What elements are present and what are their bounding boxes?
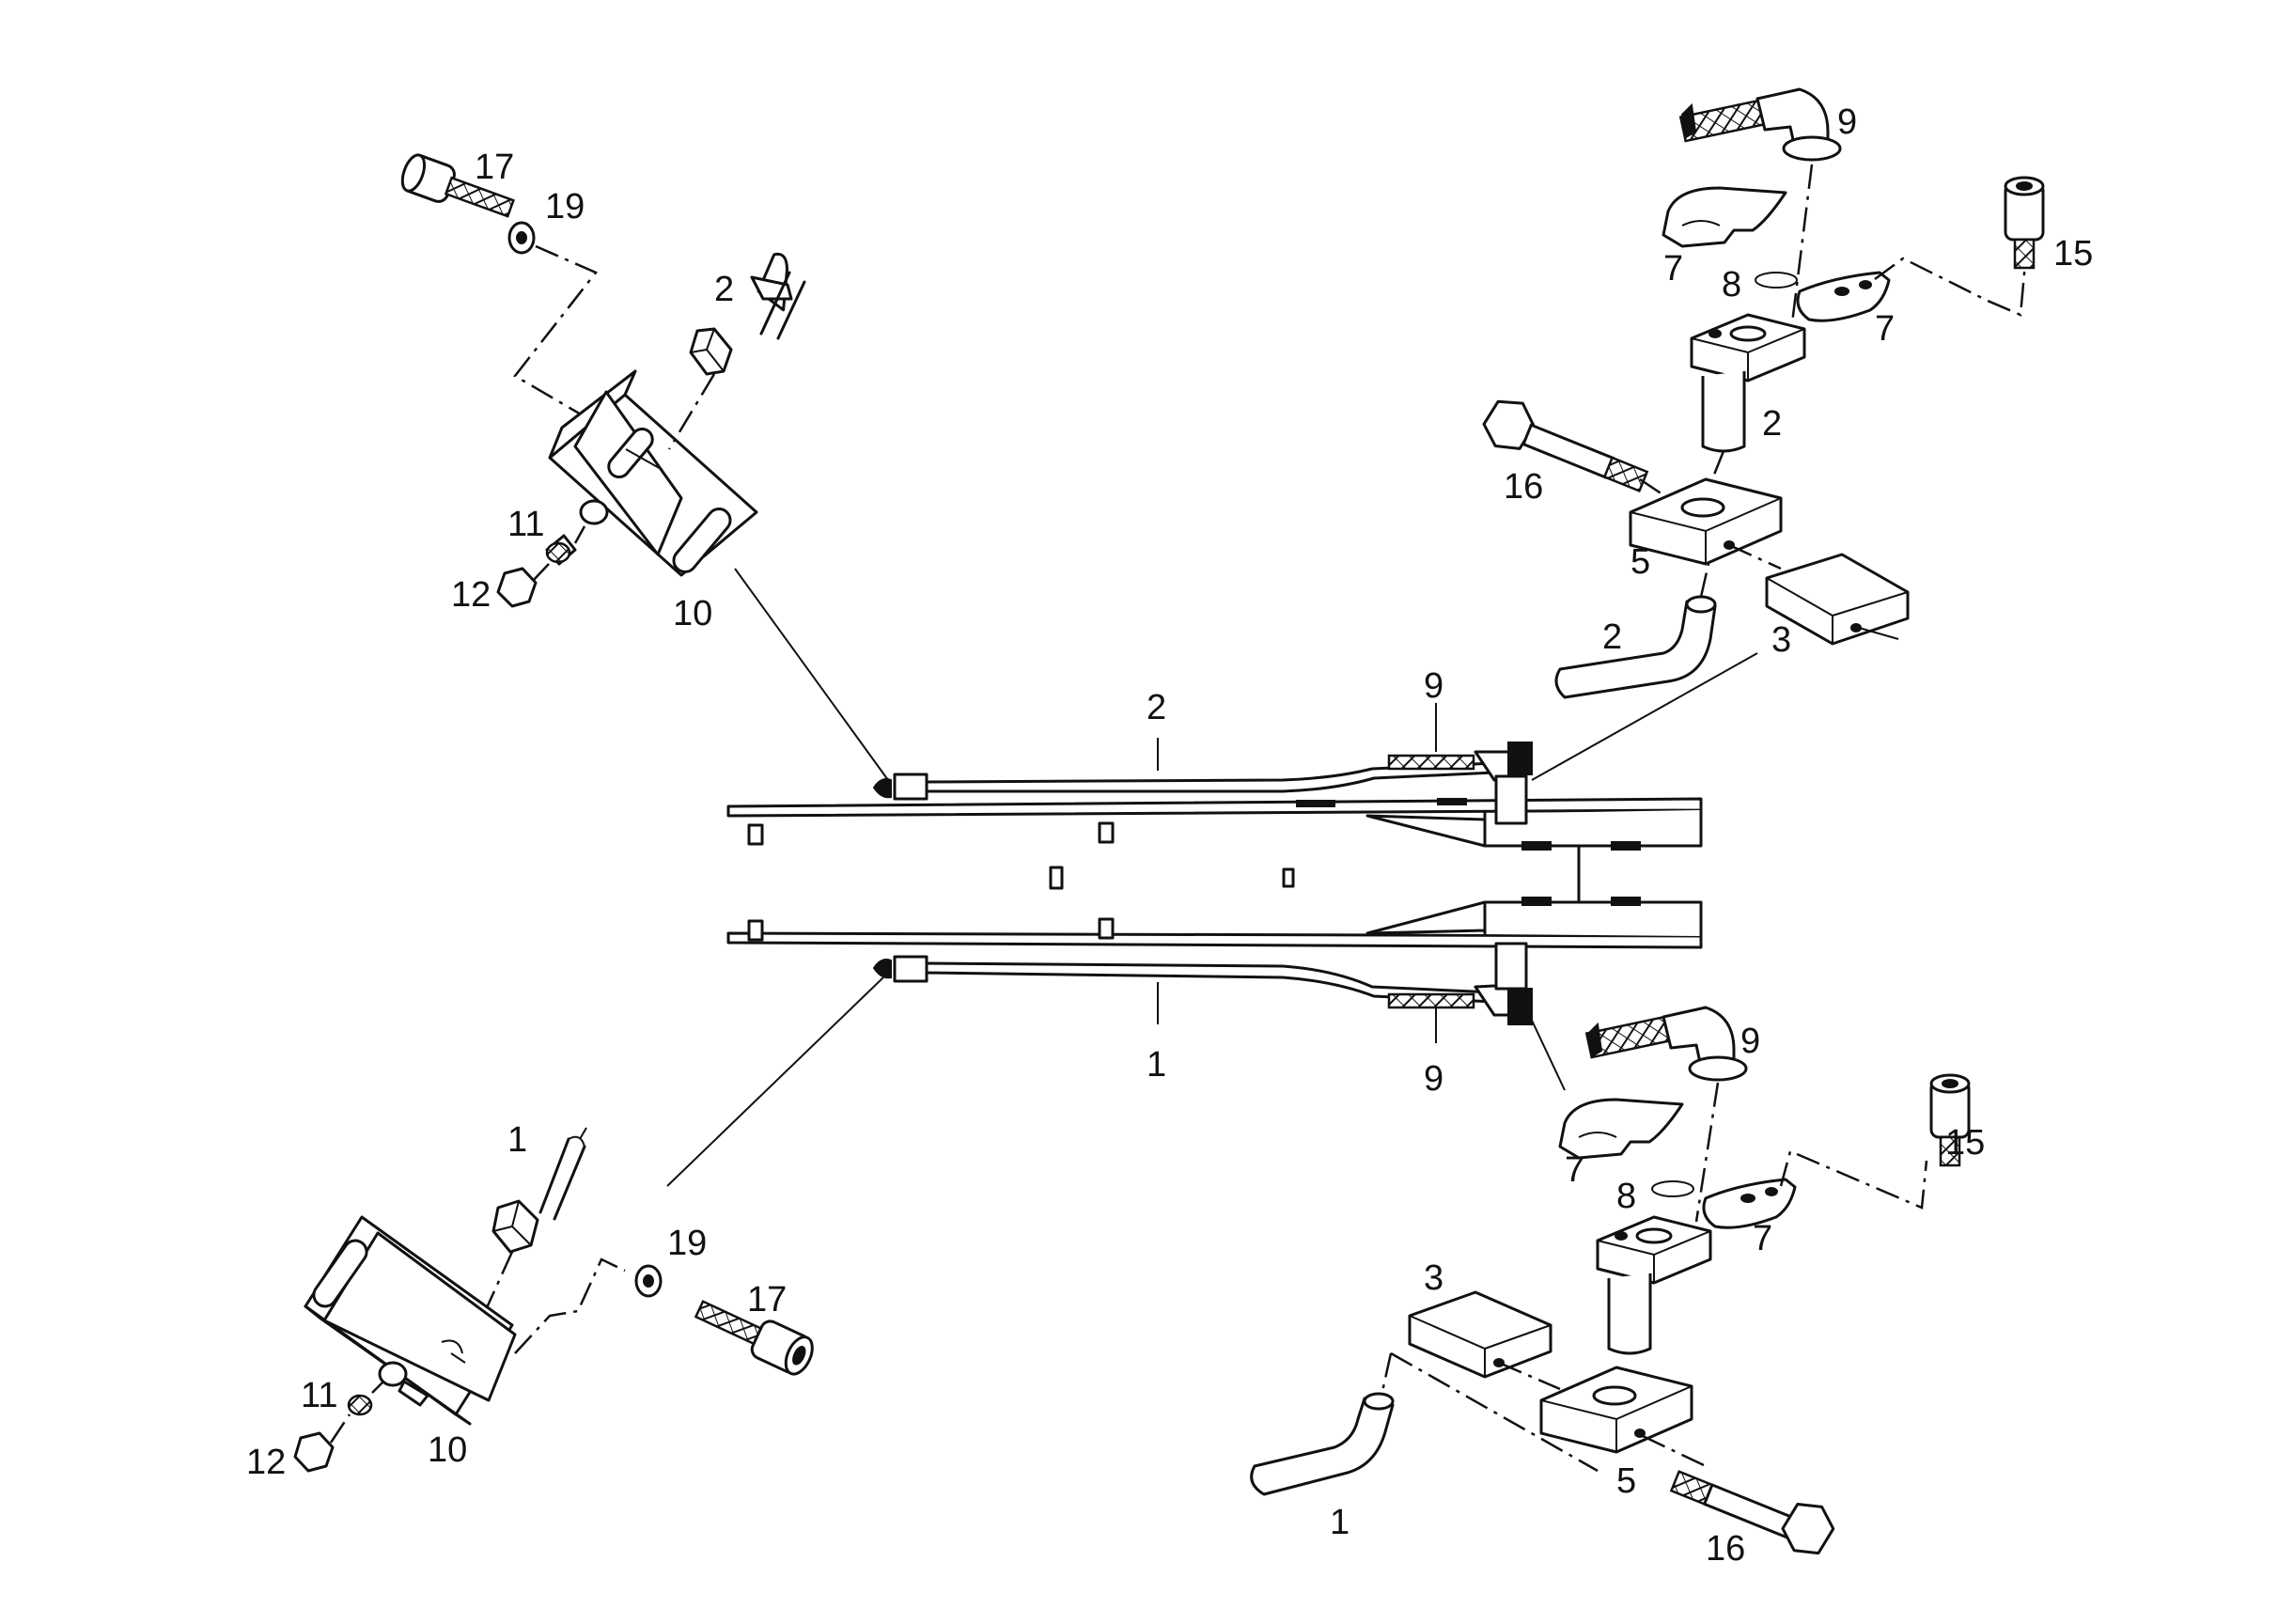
block-3-top [1765, 553, 1910, 646]
o-ring-8-bottom [1651, 1180, 1694, 1197]
top-left-bracket-group [400, 153, 806, 608]
fitting-11-top [579, 499, 609, 525]
lower-end-block [1366, 900, 1703, 936]
flange-pipe-1-bottom [1596, 1215, 1712, 1355]
block-3-bottom [1408, 1290, 1552, 1379]
callout-10-top: 10 [673, 594, 712, 633]
o-ring-8-top [1755, 272, 1798, 289]
bottom-right-assembly [1250, 1006, 1971, 1555]
bolt-16-bottom [1669, 1470, 1835, 1555]
callout-10-bottom: 10 [428, 1430, 467, 1470]
callout-labels: 17 19 2 11 12 10 9 7 8 7 15 2 16 5 2 3 9… [246, 102, 2093, 1569]
lower-rail [726, 931, 1703, 949]
callout-17-bottom: 17 [747, 1280, 787, 1320]
callout-16-bottom: 16 [1706, 1529, 1745, 1569]
bracket-10-top [548, 369, 758, 577]
bolt-17-top [400, 153, 515, 218]
bottom-left-bracket-group [293, 1127, 814, 1473]
callout-1-elbow-bottom: 1 [1330, 1503, 1350, 1542]
flange-pipe-2-top [1690, 313, 1806, 453]
callout-7-bottom-left: 7 [1565, 1150, 1584, 1190]
leader-lines [666, 568, 1758, 1187]
callout-9-frame-top: 9 [1424, 666, 1443, 706]
elbow-9-bottom [1584, 1006, 1748, 1082]
callout-15-top: 15 [2053, 234, 2093, 273]
nut-12-top [496, 567, 538, 608]
frame-assembly [726, 742, 1703, 1025]
callout-5-bottom: 5 [1616, 1461, 1636, 1501]
clamp-7-bottom-left [1558, 1098, 1684, 1160]
callout-12-bottom: 12 [246, 1443, 286, 1482]
pipe-1-installed [924, 961, 1496, 994]
callout-2-flange-top: 2 [1762, 404, 1782, 444]
callout-16-top: 16 [1504, 467, 1543, 507]
bolt-17-bottom [694, 1300, 814, 1376]
callout-9-frame-bottom: 9 [1424, 1059, 1443, 1099]
callout-9-top-right: 9 [1837, 102, 1857, 142]
callout-2-top-left: 2 [714, 270, 734, 309]
callout-1-stub: 1 [507, 1120, 527, 1160]
callout-9-bottom-right: 9 [1740, 1022, 1760, 1061]
block-5-top [1629, 477, 1783, 566]
callout-7-top-right: 7 [1875, 309, 1895, 349]
callout-8-bottom: 8 [1616, 1177, 1636, 1216]
bolt-16-top [1482, 399, 1649, 493]
callout-15-bottom: 15 [1945, 1123, 1985, 1163]
callout-2-frame: 2 [1147, 688, 1166, 727]
callout-17-top: 17 [475, 148, 514, 187]
screw-15-bottom [1929, 1073, 1971, 1167]
callout-1-frame: 1 [1147, 1045, 1166, 1085]
elbow-9-top [1678, 87, 1842, 162]
clamp-7-bottom-right [1702, 1178, 1797, 1229]
pipe-1-stub-bottom [491, 1127, 587, 1254]
callout-19-top: 19 [545, 187, 585, 226]
callout-3-bottom: 3 [1424, 1258, 1443, 1298]
top-right-assembly [1482, 87, 2045, 699]
pipe-2-stub-top [689, 252, 806, 376]
callout-5-top: 5 [1630, 542, 1650, 582]
callout-3-top: 3 [1771, 620, 1791, 660]
nut-12-bottom [293, 1431, 335, 1473]
callout-12-top: 12 [451, 575, 491, 615]
fitting-11-bottom [378, 1361, 408, 1387]
upper-end-block [1366, 810, 1703, 848]
pipe-1-elbow-bottom [1250, 1392, 1395, 1496]
callout-8-top: 8 [1722, 265, 1741, 304]
callout-7-bottom-right: 7 [1753, 1219, 1772, 1258]
callout-7-top-left: 7 [1663, 249, 1683, 289]
screw-15-top [2004, 176, 2045, 270]
pipe-2-installed [924, 761, 1496, 784]
callout-19-bottom: 19 [667, 1224, 707, 1263]
clamp-7-top-left [1662, 186, 1787, 248]
callout-11-top: 11 [507, 505, 544, 544]
callout-2-elbow-top: 2 [1602, 617, 1622, 657]
pipe-2-elbow-top [1554, 595, 1717, 699]
callout-11-bottom: 11 [301, 1376, 337, 1415]
block-5-bottom [1539, 1366, 1693, 1454]
